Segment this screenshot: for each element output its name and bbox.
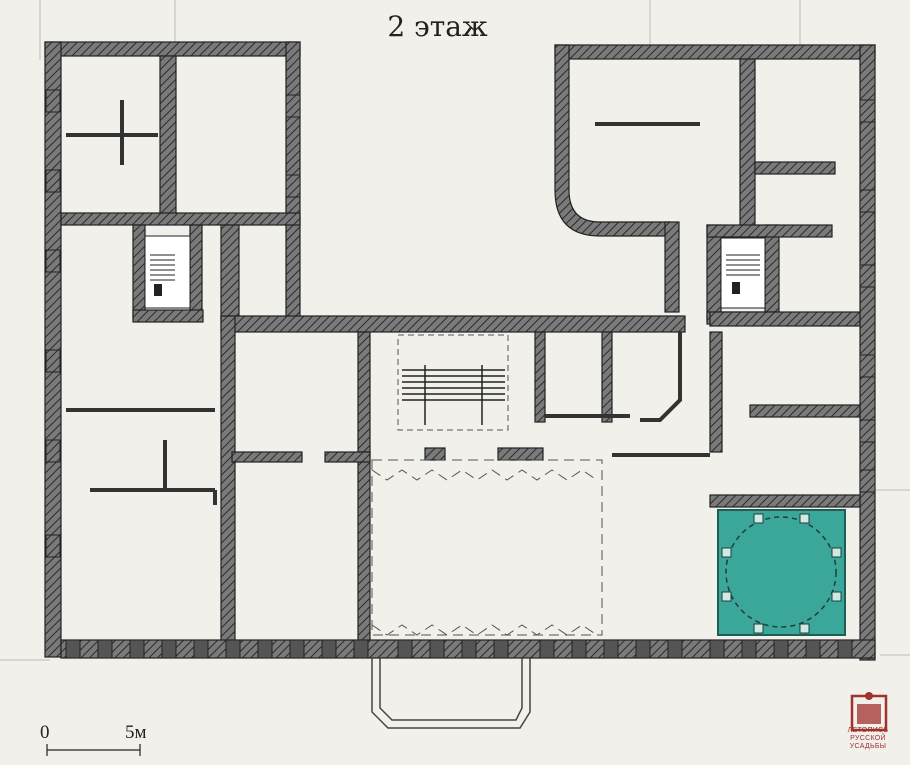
floor-title: 2 этаж xyxy=(387,10,488,43)
site-lines xyxy=(0,0,910,661)
window-piers xyxy=(45,89,876,558)
grand-staircase xyxy=(397,334,509,431)
scale-bar xyxy=(46,744,141,756)
facade-pilasters xyxy=(65,639,853,659)
scale-label-five: 5м xyxy=(125,722,147,743)
publisher-logo-text: ЛЕТОПИСЬ РУССКОЙ УСАДЬБЫ xyxy=(826,727,910,751)
logo-line-3: УСАДЬБЫ xyxy=(849,743,887,750)
logo-line-2: РУССКОЙ xyxy=(850,735,886,742)
central-hall xyxy=(371,459,603,636)
entrance-porch xyxy=(371,658,531,729)
logo-line-1: ЛЕТОПИСЬ xyxy=(847,727,889,734)
publisher-logo xyxy=(850,692,888,732)
staircase-left xyxy=(144,235,191,309)
highlighted-room xyxy=(717,509,846,636)
partitions xyxy=(66,100,710,505)
scale-label-zero: 0 xyxy=(40,722,50,743)
staircase-right xyxy=(720,237,766,309)
